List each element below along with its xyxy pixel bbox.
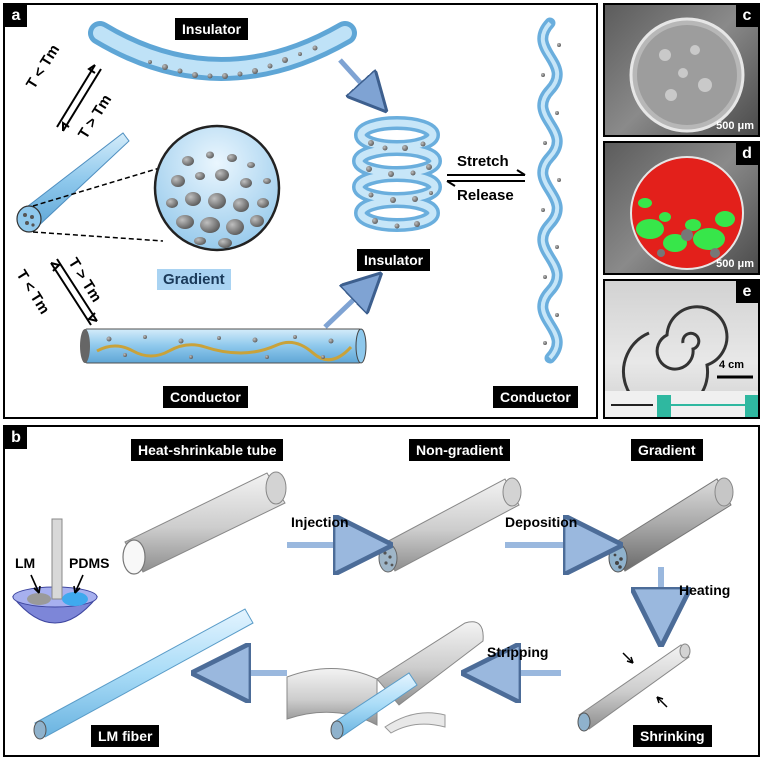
panel-b-process-diagram bbox=[11, 471, 734, 740]
panel-e-label: e bbox=[736, 281, 758, 303]
shrunken-tube-drawing bbox=[577, 643, 691, 732]
sem-fiber-cross-section bbox=[629, 17, 745, 133]
panel-b: b bbox=[3, 425, 760, 757]
spiral-fiber-photo bbox=[605, 305, 758, 417]
label-shrinking: Shrinking bbox=[633, 725, 712, 747]
label-gradient: Gradient bbox=[157, 269, 231, 290]
label-heating: Heating bbox=[679, 582, 731, 598]
label-lm: LM bbox=[15, 555, 36, 571]
panel-a-illustration bbox=[16, 17, 563, 364]
panel-c-scale: 500 μm bbox=[716, 120, 754, 132]
panel-c-sem-image: c 500 μm bbox=[603, 3, 760, 137]
label-injection: Injection bbox=[291, 514, 349, 530]
label-gradient-b: Gradient bbox=[631, 439, 703, 461]
panel-d-label: d bbox=[736, 143, 758, 165]
panel-d-eds-image: d 500 μm bbox=[603, 141, 760, 275]
label-non-gradient: Non-gradient bbox=[409, 439, 511, 461]
label-heat-shrinkable-tube: Heat-shrinkable tube bbox=[131, 439, 284, 461]
eds-map bbox=[630, 156, 744, 270]
non-gradient-tube-drawing bbox=[378, 477, 522, 573]
stripping-drawing bbox=[286, 621, 484, 740]
panel-a-label: a bbox=[5, 5, 27, 27]
panel-c-label: c bbox=[736, 5, 758, 27]
panel-b-label: b bbox=[5, 427, 27, 449]
label-pdms: PDMS bbox=[69, 555, 110, 571]
label-lm-fiber: LM fiber bbox=[91, 725, 160, 747]
heat-shrinkable-tube-drawing bbox=[122, 471, 287, 575]
dish-lm-pdms bbox=[11, 518, 99, 624]
label-deposition: Deposition bbox=[505, 514, 578, 530]
panel-a: a bbox=[3, 3, 598, 419]
label-release: Release bbox=[457, 187, 514, 204]
label-stretch: Stretch bbox=[457, 153, 509, 170]
label-conductor-right: Conductor bbox=[493, 386, 578, 408]
lm-fiber-drawing bbox=[33, 608, 254, 740]
panel-e-photo: e 4 cm bbox=[603, 279, 760, 419]
panel-e-scale: 4 cm bbox=[719, 359, 745, 371]
gradient-tube-drawing bbox=[608, 477, 734, 573]
panel-d-scale: 500 μm bbox=[716, 258, 754, 270]
label-conductor-bottom: Conductor bbox=[163, 386, 248, 408]
coiled-insulator bbox=[352, 116, 442, 232]
cross-section-magnified bbox=[153, 124, 281, 252]
label-insulator-top: Insulator bbox=[175, 18, 249, 40]
label-insulator-mid: Insulator bbox=[357, 249, 431, 271]
label-stripping: Stripping bbox=[487, 644, 549, 660]
